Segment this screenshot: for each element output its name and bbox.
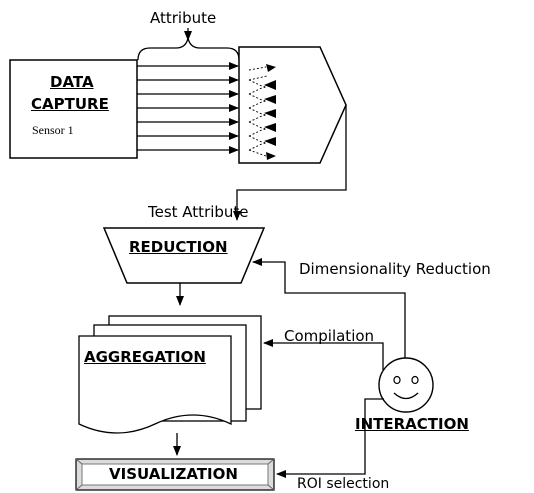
test-attribute-label: Test Attribute [148,203,249,221]
test-attribute-connector [233,105,347,221]
reduction-block [102,227,266,284]
dimensionality-reduction-arrow [252,258,406,358]
reduction-label: REDUCTION [129,238,228,256]
attribute-label: Attribute [150,9,217,27]
sensor-lines [137,62,239,154]
attribute-brace [137,37,240,61]
dimensionality-reduction-label: Dimensionality Reduction [299,260,491,278]
processing-block [238,46,347,164]
visualization-label: VISUALIZATION [109,465,238,483]
roi-selection-arrow [276,398,384,478]
data-capture-title-line1: DATA [50,73,94,91]
smiley-face-icon [378,357,434,413]
aggregation-stack [78,315,262,434]
roi-selection-label: ROI selection [297,476,390,492]
data-capture-box [9,59,138,159]
processing-internal-connections [248,64,276,160]
compilation-label: Compilation [284,327,375,345]
visualization-frame [75,458,275,491]
interaction-label: INTERACTION [355,415,469,433]
aggregation-label: AGGREGATION [84,348,206,366]
compilation-arrow [263,339,384,370]
data-capture-title-line2: CAPTURE [31,95,109,113]
sensor-label: Sensor 1 [32,123,74,137]
